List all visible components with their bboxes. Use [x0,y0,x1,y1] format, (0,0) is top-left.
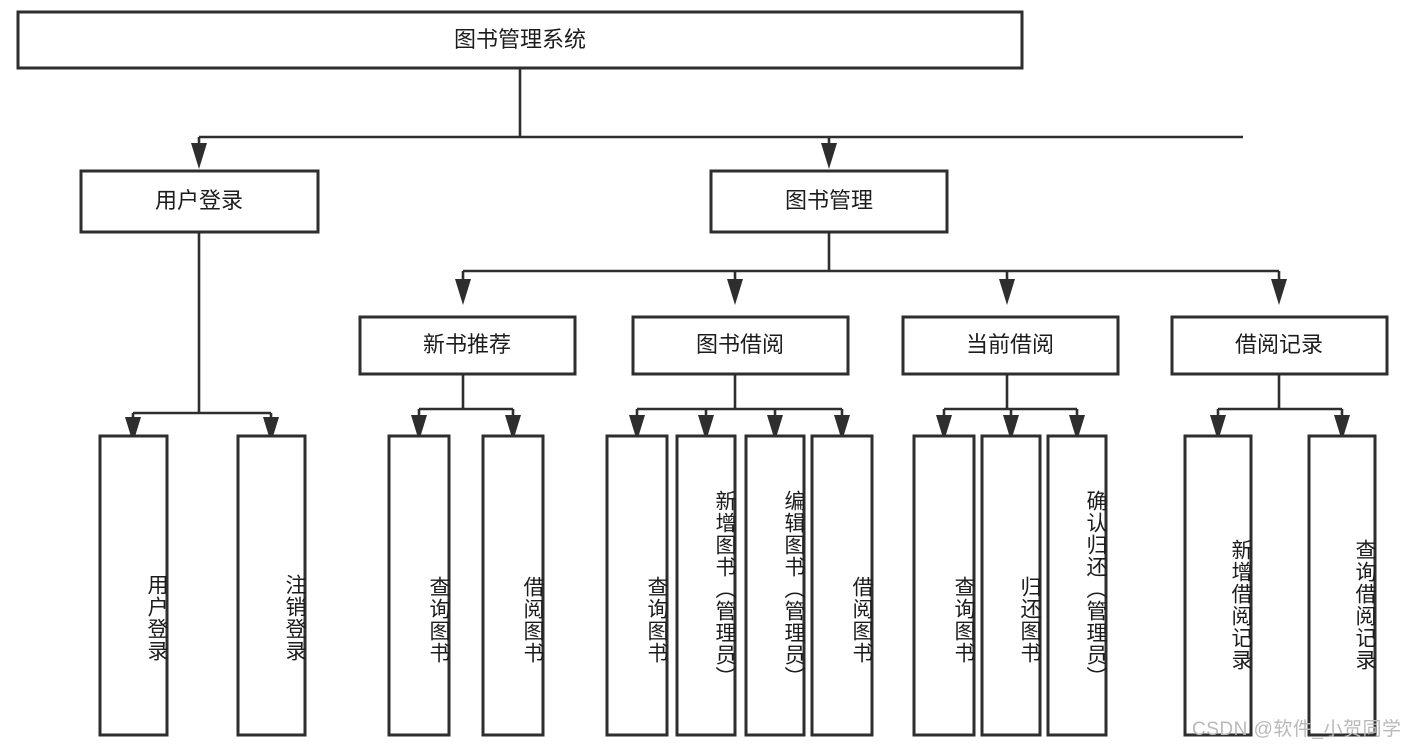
node-book-borrow-label: 图书借阅 [696,332,784,357]
node-book-manage-label: 图书管理 [785,188,873,213]
leaf-box-query-record[interactable] [1307,434,1377,737]
leaf-box-confirm-return[interactable] [1046,434,1108,737]
node-user-login[interactable] [79,169,320,234]
arrow-head-icon [191,143,207,169]
arrow-head-icon [821,143,837,169]
node-borrow-record[interactable] [1170,315,1389,376]
leaf-box-logout[interactable] [236,434,307,737]
node-new-book-rec-label: 新书推荐 [423,332,511,357]
leaf-box-edit-book[interactable] [744,434,806,737]
connector-borrowrecord-to-leaves [1210,374,1350,441]
node-new-book-rec[interactable] [358,315,577,376]
node-book-manage[interactable] [709,169,949,234]
leaf-box-return-book[interactable] [980,434,1042,737]
leaf-box-borrow-book-2[interactable] [810,434,874,737]
leaf-box-add-record[interactable] [1183,434,1253,737]
node-current-borrow-label: 当前借阅 [966,332,1054,357]
leaf-box-borrow-book-1[interactable] [481,434,545,737]
node-user-login-label: 用户登录 [155,188,243,213]
leaf-box-add-book[interactable] [675,434,737,737]
arrow-head-icon [727,279,743,305]
connector-root-to-level2 [191,68,1243,169]
leaf-box-user-login[interactable] [98,434,169,737]
node-borrow-record-label: 借阅记录 [1235,332,1323,357]
node-book-borrow[interactable] [631,315,850,376]
csdn-watermark: CSDN @软件_小贺同学 [1192,719,1402,740]
node-root[interactable] [16,10,1024,70]
leaf-box-query-book-3[interactable] [912,434,976,737]
connector-bookborrow-to-leaves [629,374,850,441]
connector-currentborrow-to-leaves [936,374,1085,441]
node-root-label: 图书管理系统 [454,27,586,52]
connector-userlogin-to-leaves [125,232,279,443]
arrow-head-icon [1271,279,1287,305]
node-current-borrow[interactable] [901,315,1120,376]
leaf-box-query-book-1[interactable] [387,434,451,737]
arrow-head-icon [455,279,471,305]
connector-newbook-to-leaves [411,374,521,441]
connector-bookmanage-to-level3 [455,232,1287,305]
arrow-head-icon [999,279,1015,305]
leaf-box-query-book-2[interactable] [605,434,669,737]
